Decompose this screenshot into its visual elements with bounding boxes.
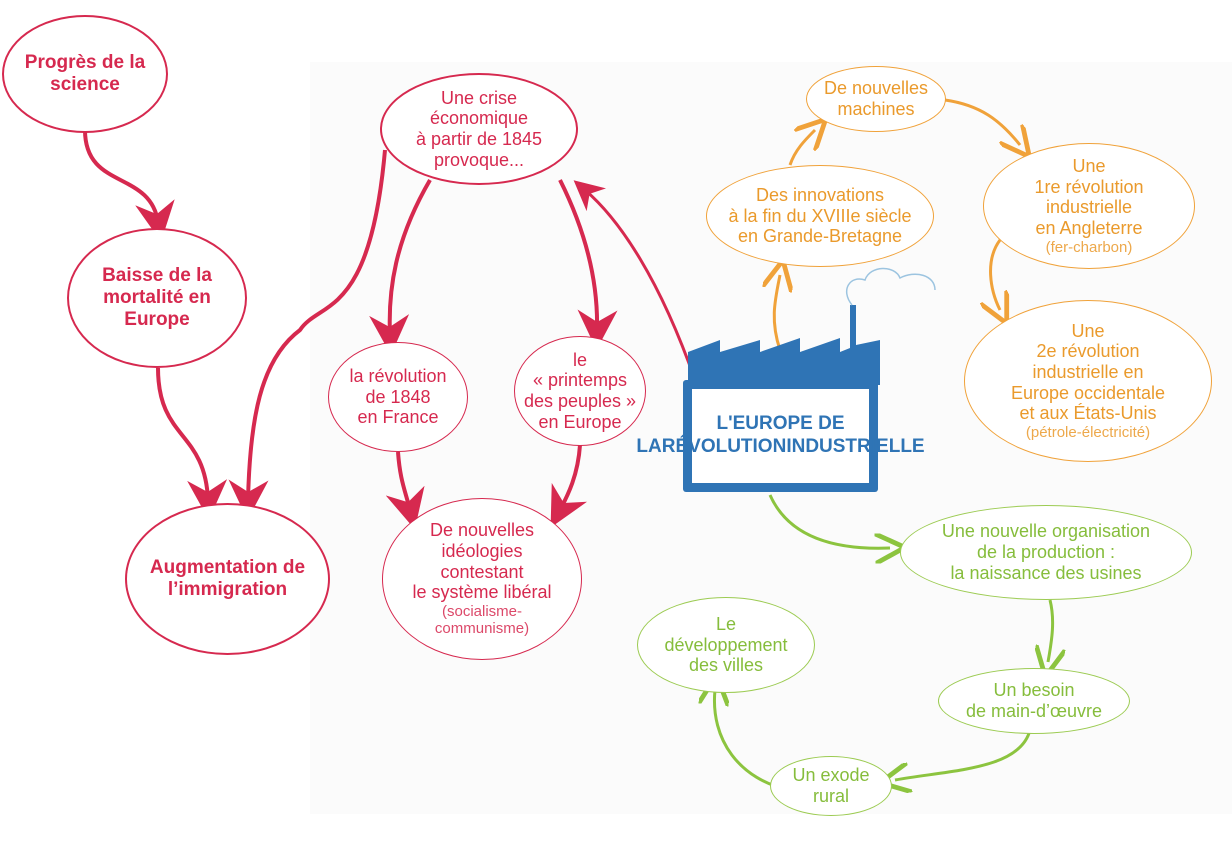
- arrow-rev1-rev2: [991, 239, 1000, 310]
- arrow-mortality-immigration: [156, 367, 228, 520]
- arrow-1848-ideologies: [385, 451, 425, 530]
- label: en Europe: [538, 411, 622, 432]
- arrow-workforce-exodus: [895, 729, 1032, 780]
- label: industrielle: [1045, 197, 1133, 218]
- label: Augmentation de: [149, 557, 306, 579]
- label: industrielle en: [1032, 362, 1144, 383]
- label: Le: [715, 613, 737, 634]
- arrow-organisation-workforce: [1048, 599, 1053, 662]
- label: Un exode: [792, 765, 870, 786]
- sublabel: (fer-charbon): [1045, 238, 1133, 256]
- label: Baisse de la: [102, 265, 212, 287]
- label: contestant: [440, 561, 524, 582]
- arrow-printemps-ideologies: [550, 444, 588, 528]
- label: des peuples »: [523, 391, 637, 411]
- label: de 1848: [365, 386, 431, 407]
- sublabel: (socialisme-: [441, 603, 522, 621]
- label: l’immigration: [167, 579, 288, 600]
- label: de main-d’œuvre: [965, 701, 1103, 721]
- label: science: [50, 74, 120, 95]
- label: idéologies: [441, 541, 523, 562]
- label: « printemps: [532, 370, 628, 391]
- label: la révolution: [349, 365, 447, 386]
- factory-roof: [688, 305, 880, 385]
- smoke-icon: [846, 267, 936, 306]
- label: Une: [1071, 320, 1105, 341]
- arrow-crisis-immigration: [228, 149, 387, 520]
- label: Une crise: [440, 87, 518, 108]
- arrow-factory-innovations: [774, 275, 780, 351]
- label: De nouvelles: [823, 78, 929, 99]
- label: Des innovations: [755, 184, 885, 205]
- label: économique: [429, 108, 529, 129]
- label: Une nouvelle organisation: [941, 521, 1151, 542]
- label: Une: [1072, 156, 1106, 176]
- sublabel: communisme): [434, 620, 530, 638]
- label: en Grande-Bretagne: [737, 226, 903, 247]
- title-line: L'EUROPE DE LA: [636, 413, 845, 457]
- label: le système libéral: [412, 582, 552, 603]
- label: et aux États-Unis: [1019, 403, 1157, 424]
- label: 1re révolution: [1034, 176, 1144, 197]
- label: en France: [357, 407, 439, 428]
- label: à la fin du XVIIIe siècle: [728, 205, 912, 226]
- label: 2e révolution: [1036, 341, 1140, 362]
- arrow-machines-rev1: [944, 98, 1020, 145]
- label: rural: [812, 786, 849, 806]
- arrow-innovations-machines: [788, 130, 815, 166]
- label: de la production :: [976, 542, 1116, 563]
- factory-central-title: L'EUROPE DE LARÉVOLUTIONINDUSTRIELLE: [636, 380, 925, 492]
- label: Progrès de la: [24, 52, 146, 74]
- label: la naissance des usines: [950, 562, 1142, 583]
- arrow-factory-crisis: [573, 180, 697, 381]
- label: provoque...: [433, 149, 525, 170]
- label: Un besoin: [993, 680, 1075, 701]
- sublabel: (pétrole-électricité): [1025, 424, 1151, 442]
- label: machines: [837, 99, 915, 119]
- arrow-science-mortality: [83, 129, 175, 242]
- label: Europe: [124, 308, 190, 330]
- arrow-factory-organisation: [768, 494, 890, 548]
- label: mortalité en: [103, 287, 211, 309]
- label: De nouvelles: [429, 520, 535, 541]
- label: Europe occidentale: [1010, 382, 1166, 403]
- arrow-crisis-printemps: [558, 179, 618, 350]
- label: développement: [664, 634, 788, 655]
- label: des villes: [688, 655, 764, 676]
- label: à partir de 1845: [415, 129, 543, 149]
- title-line: RÉVOLUTION: [661, 436, 787, 457]
- title-line: INDUSTRIELLE: [786, 436, 925, 457]
- arrow-crisis-1848: [369, 178, 432, 355]
- label: le: [572, 349, 587, 370]
- label: en Angleterre: [1035, 218, 1143, 239]
